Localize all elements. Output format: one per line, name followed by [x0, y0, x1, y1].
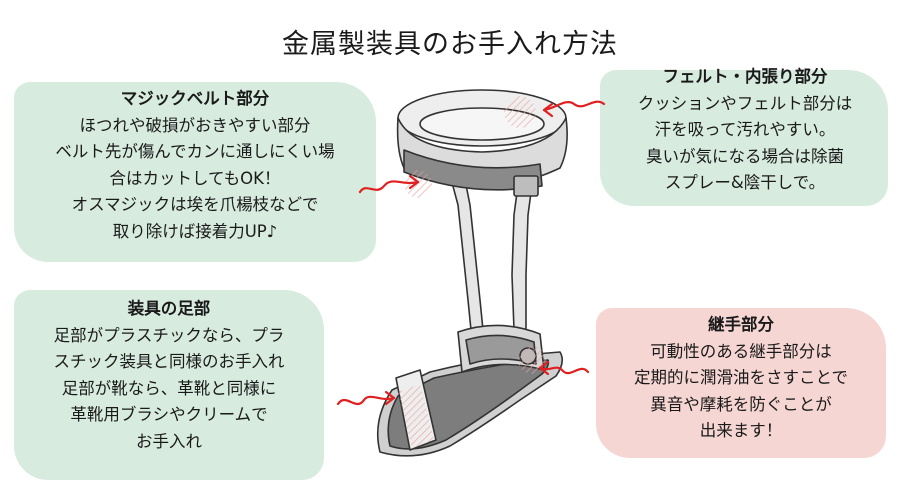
joint-line: 出来ます！: [699, 421, 783, 440]
foot-line: スチック装具と同様のお手入れ: [53, 352, 285, 371]
joint-arrow: [538, 366, 590, 375]
joint-heading: 継手部分: [708, 315, 774, 334]
velcro-arrow: [358, 180, 420, 194]
foot-line: お手入れ: [136, 431, 202, 451]
foot-note: 装具の足部 足部がプラスチックなら、プラ スチック装具と同様のお手入れ 足部が靴…: [12, 296, 326, 455]
velcro-line: ベルト先が傷んでカンに通しにくい場: [55, 142, 335, 161]
joint-note: 継手部分 可動性のある継手部分は 定期的に潤滑油をさすことで 異音や摩耗を防ぐこ…: [596, 312, 886, 445]
velcro-line: ほつれや破損がおきやすい部分: [79, 115, 311, 135]
right-upright-bar: [511, 184, 535, 349]
velcro-line: オスマジックは埃を爪楊枝などで: [71, 195, 319, 214]
felt-line: スプレー&陰干しで。: [664, 173, 826, 192]
foot-line: 足部が靴なら、革靴と同様に: [61, 378, 277, 398]
velcro-heading: マジックベルト部分: [120, 89, 270, 108]
joint-line: 定期的に潤滑油をさすことで: [633, 368, 848, 387]
joint-line: 異音や摩耗を防ぐことが: [650, 394, 832, 414]
joint-highlight: [596, 308, 886, 458]
felt-highlight: [600, 70, 888, 206]
velcro-line: 合はカットしてもOK！: [109, 168, 281, 188]
velcro-line: 取り除けば接着力UP♪: [112, 221, 278, 241]
felt-line: クッションやフェルト部分は: [637, 93, 853, 113]
felt-line: 臭いが気になる場合は除菌: [646, 146, 844, 166]
felt-heading: フェルト・内張り部分: [662, 67, 828, 86]
velcro-strap: [403, 149, 543, 191]
joint-line: 可動性のある継手部分は: [650, 341, 832, 361]
velcro-note: マジックベルト部分 ほつれや破損がおきやすい部分 ベルト先が傷んでカンに通しにく…: [12, 86, 378, 245]
left-upright-bar: [449, 174, 485, 341]
foot-line: 足部がプラスチックなら、プラ: [53, 325, 285, 345]
page-title: 金属製装具のお手入れ方法: [282, 29, 618, 60]
felt-note: フェルト・内張り部分 クッションやフェルト部分は 汗を吸って汚れやすい。 臭いが…: [602, 64, 888, 197]
foot-heading: 装具の足部: [127, 299, 211, 318]
foot-arrow: [336, 395, 396, 406]
velcro-highlight: [14, 82, 376, 262]
felt-line: 汗を吸って汚れやすい。: [654, 120, 836, 139]
foot-line: 革靴用ブラシやクリームで: [70, 405, 268, 424]
felt-arrow: [542, 100, 606, 112]
foot-highlight: [14, 290, 324, 480]
